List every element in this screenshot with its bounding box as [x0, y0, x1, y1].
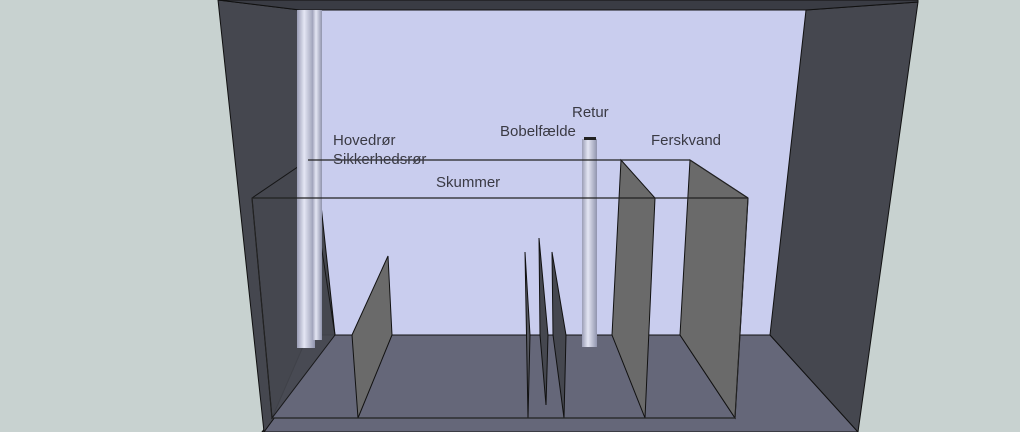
label-bubble-trap: Bobelfælde [500, 123, 576, 140]
baffle-skimmer [351, 255, 393, 419]
back-wall [300, 10, 806, 335]
label-main-pipe: Hovedrør [333, 132, 396, 149]
return-pipe-top [584, 137, 596, 140]
label-safety-pipe: Sikkerhedsrør [333, 151, 427, 168]
label-skimmer: Skummer [436, 174, 501, 191]
main-pipe [297, 10, 315, 348]
baffle-bubble-1 [524, 251, 531, 419]
safety-pipe [312, 10, 322, 340]
top-frame [217, 0, 919, 11]
label-return: Retur [572, 104, 609, 121]
tank-floor [271, 334, 736, 419]
label-fresh-water: Ferskvand [651, 132, 722, 149]
tank-edges [251, 159, 749, 419]
return-pipe [582, 139, 597, 347]
baffle-bubble-2 [538, 237, 549, 406]
